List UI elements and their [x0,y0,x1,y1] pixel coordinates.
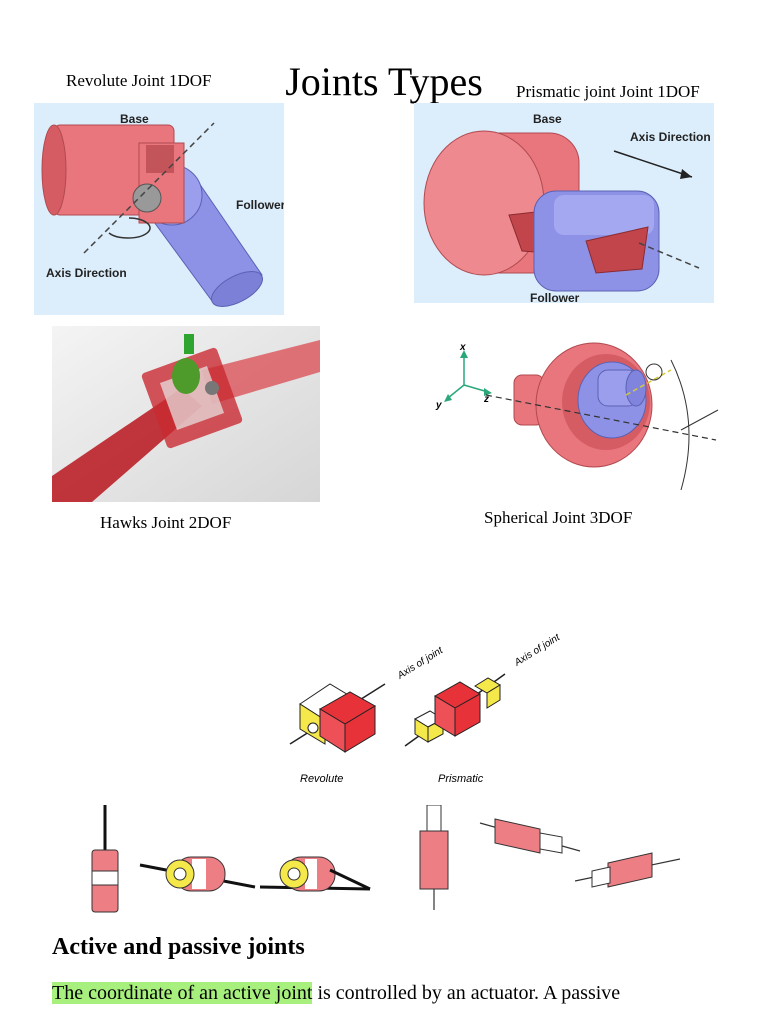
spherical-joint-figure: x z y [426,340,726,495]
joint-schematic-diagram: Axis of joint Axis of joint Revolute Pri… [285,624,575,789]
coordinate-frame: x z y [435,342,492,411]
label-axis-of-joint-right: Axis of joint [512,631,563,669]
caption-revolute: Revolute Joint 1DOF [66,71,212,90]
prismatic-symbol-diagonal-1 [479,818,581,854]
caption-prismatic: Prismatic joint Joint 1DOF [516,82,700,101]
svg-text:z: z [483,394,489,405]
revolute-symbol-horizontal-2 [259,856,371,892]
revolute-block [289,683,386,753]
label-follower: Follower [530,291,580,303]
joint-symbols-row [80,805,690,917]
ball [577,361,647,439]
hawks-joint-figure [52,326,320,502]
label-axis-direction: Axis Direction [630,130,711,144]
shaft-upper [202,340,320,404]
revolute-symbol-horizontal-1 [139,856,256,892]
svg-text:y: y [435,400,442,411]
prismatic-block [404,673,506,747]
section-heading: Active and passive joints [52,934,305,960]
label-prismatic: Prismatic [438,773,484,785]
paragraph-text: is controlled by an actuator. A passive [312,982,621,1004]
highlighted-text: The coordinate of an active joint [52,982,313,1004]
prismatic-joint-figure: Base Axis Direction Follower [414,103,714,303]
revolute-symbol-vertical [91,805,119,913]
label-base: Base [120,112,149,126]
svg-text:x: x [459,342,466,353]
page-title: Joints Types [285,59,483,104]
prismatic-symbol-diagonal-2 [574,852,681,888]
label-axis-direction: Axis Direction [46,266,127,280]
caption-spherical: Spherical Joint 3DOF [484,508,633,527]
section-paragraph: The coordinate of an active joint is con… [52,982,620,1005]
prismatic-symbol-vertical [419,805,449,910]
label-revolute: Revolute [300,773,343,785]
label-follower: Follower [236,198,284,212]
revolute-joint-figure: Base Follower Axis Direction [34,103,284,315]
label-axis-of-joint-left: Axis of joint [395,644,446,682]
label-base: Base [533,112,562,126]
caption-hawks: Hawks Joint 2DOF [100,513,232,532]
